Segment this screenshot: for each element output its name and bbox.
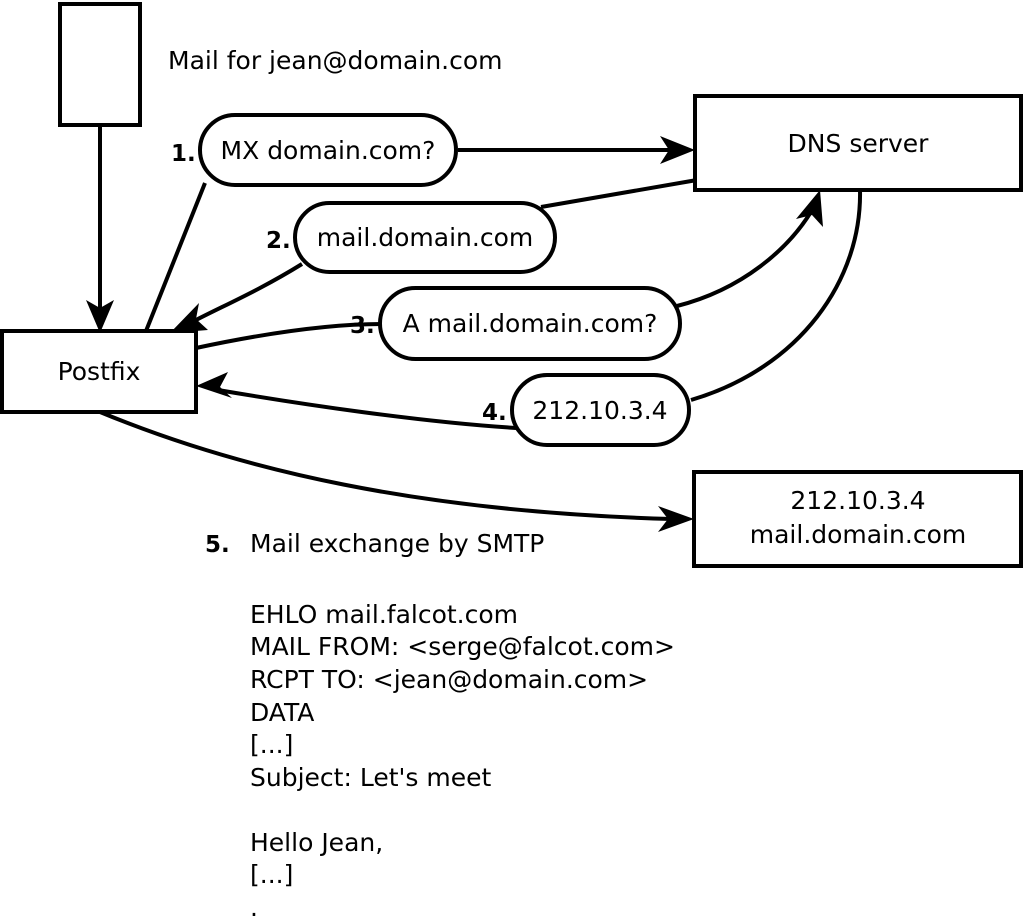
bubble-step-4[interactable]: 212.10.3.4	[510, 373, 691, 447]
mail-server-hostname: mail.domain.com	[750, 520, 966, 549]
caption-mail-for: Mail for jean@domain.com	[168, 46, 503, 75]
node-sender[interactable]	[58, 2, 142, 127]
smtp-line-7: Hello Jean,	[250, 828, 383, 857]
node-postfix[interactable]: Postfix	[0, 329, 198, 414]
arrowhead-step1-to-dns	[660, 136, 695, 164]
step-number-5: 5.	[205, 532, 230, 558]
arrowhead-step3-to-dns	[796, 190, 823, 227]
edge-postfix-to-step1	[144, 182, 207, 332]
step-number-2: 2.	[266, 228, 291, 254]
smtp-line-5: Subject: Let's meet	[250, 763, 491, 792]
edge-step4-to-postfix	[196, 372, 517, 430]
edge-step3-to-dns	[676, 190, 823, 308]
step-number-3: 3.	[350, 313, 375, 339]
bubble-step-4-shape[interactable]	[510, 373, 691, 447]
step-number-1: 1.	[171, 141, 196, 167]
arrowhead-step4-to-postfix	[196, 372, 232, 398]
bubble-step-2[interactable]: mail.domain.com	[293, 201, 557, 274]
mail-server-box[interactable]	[692, 470, 1023, 568]
postfix-box[interactable]	[0, 329, 198, 414]
edge-step1-to-dns	[458, 136, 695, 164]
bubble-step-2-label: mail.domain.com	[317, 223, 533, 252]
smtp-line-2: RCPT TO: <jean@domain.com>	[250, 665, 648, 694]
bubble-step-3-label: A mail.domain.com?	[403, 309, 658, 338]
edge-step2-to-postfix	[170, 262, 304, 333]
node-mail-server[interactable]: 212.10.3.4 mail.domain.com	[692, 470, 1023, 568]
arrowhead-postfix-to-mailserver	[658, 506, 694, 532]
smtp-transcript: EHLO mail.falcot.com MAIL FROM: <serge@f…	[250, 600, 675, 919]
edge-postfix-to-mailserver	[99, 410, 694, 532]
node-dns-server[interactable]: DNS server	[693, 94, 1023, 192]
bubble-step-2-shape[interactable]	[293, 201, 557, 274]
dns-server-label: DNS server	[788, 129, 930, 158]
step-5-title: Mail exchange by SMTP	[250, 529, 544, 558]
dns-server-box[interactable]	[693, 94, 1023, 192]
bubble-step-4-label: 212.10.3.4	[532, 396, 667, 425]
arrowhead-sender-to-postfix	[86, 300, 114, 333]
bubble-step-1-shape[interactable]	[198, 113, 458, 187]
postfix-label: Postfix	[58, 357, 141, 386]
bubble-step-1-label: MX domain.com?	[221, 136, 436, 165]
sender-box[interactable]	[58, 2, 142, 127]
edge-postfix-to-step3	[195, 322, 383, 350]
smtp-line-3: DATA	[250, 698, 314, 727]
smtp-line-1: MAIL FROM: <serge@falcot.com>	[250, 632, 675, 661]
bubble-step-3-shape[interactable]	[378, 286, 682, 361]
step-number-4: 4.	[482, 400, 507, 426]
smtp-line-0: EHLO mail.falcot.com	[250, 600, 518, 629]
edge-sender-to-postfix	[86, 125, 114, 333]
smtp-line-8: [...]	[250, 860, 293, 889]
bubble-step-1[interactable]: MX domain.com?	[198, 113, 458, 187]
mail-server-ip: 212.10.3.4	[790, 486, 925, 515]
edge-dns-to-step2	[540, 178, 698, 209]
edge-dns-to-step4	[690, 189, 863, 402]
bubble-step-3[interactable]: A mail.domain.com?	[378, 286, 682, 361]
smtp-line-4: [...]	[250, 730, 293, 759]
smtp-line-9: .	[250, 893, 258, 919]
arrowhead-step2-to-postfix	[170, 303, 208, 333]
